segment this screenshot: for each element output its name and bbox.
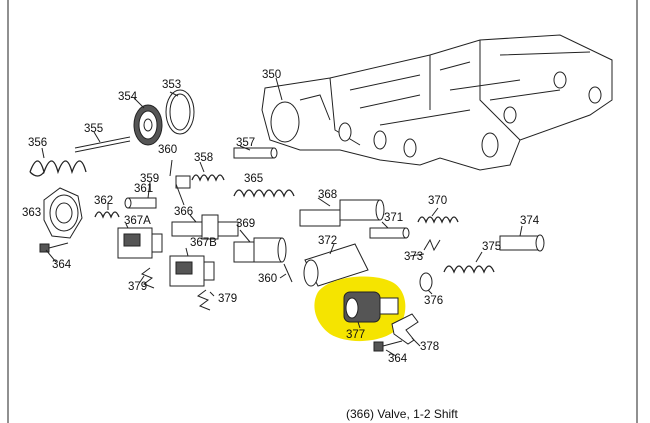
- pin-355: [74, 136, 131, 149]
- solenoid-367b: [169, 255, 215, 287]
- solenoid-367a: [117, 227, 163, 259]
- label-364a: 364: [52, 259, 72, 271]
- label-373: 373: [404, 251, 423, 263]
- callout-labels: 350 353 354 355 356 357 360 358 359 365 …: [22, 69, 540, 365]
- spring-370: [417, 216, 459, 224]
- accumulator-cover-363: [43, 187, 83, 239]
- label-367a: 367A: [124, 215, 151, 227]
- seal-ring-353-inner: [169, 93, 191, 131]
- solenoid-377-highlight: [314, 276, 406, 342]
- label-360a: 360: [158, 144, 177, 156]
- clip-379-b: [196, 289, 211, 311]
- leader-lines: [41, 77, 523, 357]
- label-350: 350: [262, 69, 281, 81]
- label-379b: 379: [218, 293, 237, 305]
- plug-359: [175, 175, 191, 189]
- valve-body-350: [261, 34, 613, 171]
- label-370: 370: [428, 195, 447, 207]
- label-375: 375: [482, 241, 501, 253]
- label-355: 355: [84, 123, 103, 135]
- label-379a: 379: [128, 281, 147, 293]
- label-369: 369: [236, 218, 255, 230]
- spring-358: [191, 174, 225, 182]
- retainer-376: [419, 272, 433, 292]
- label-354: 354: [118, 91, 138, 103]
- valve-357: [233, 147, 278, 159]
- valve-361: [124, 197, 157, 209]
- valve-369: [233, 237, 287, 263]
- label-360b: 360: [258, 273, 277, 285]
- clip-379-a: [140, 267, 155, 289]
- spring-362: [94, 211, 120, 219]
- diagram-caption: (366) Valve, 1-2 Shift: [346, 407, 458, 421]
- label-366: 366: [174, 206, 193, 218]
- label-358: 358: [194, 152, 213, 164]
- bolt-364-bottom: [373, 340, 403, 352]
- label-357: 357: [236, 137, 255, 149]
- pin-360-top: [169, 159, 173, 177]
- bolt-364-left: [39, 242, 69, 253]
- label-353: 353: [162, 79, 181, 91]
- shift-valve-366: [171, 214, 239, 240]
- label-372: 372: [318, 235, 337, 247]
- label-361: 361: [134, 183, 153, 195]
- clip-373: [423, 238, 441, 252]
- label-362: 362: [94, 195, 113, 207]
- piston-354: [133, 104, 163, 146]
- pin-360-lower: [283, 263, 293, 283]
- label-365: 365: [244, 173, 263, 185]
- valve-371: [369, 227, 410, 239]
- label-367b: 367B: [190, 237, 217, 249]
- label-378: 378: [420, 341, 439, 353]
- label-364b: 364: [388, 353, 408, 365]
- label-377: 377: [346, 329, 365, 341]
- label-376: 376: [424, 295, 443, 307]
- label-371: 371: [384, 212, 403, 224]
- sleeve-372: [303, 243, 369, 287]
- pin-355-b: [74, 140, 131, 153]
- label-363: 363: [22, 207, 41, 219]
- label-356: 356: [28, 137, 47, 149]
- clip-378: [391, 313, 419, 345]
- spring-375: [443, 265, 495, 274]
- spring-356: [29, 160, 87, 177]
- label-368: 368: [318, 189, 337, 201]
- valve-374: [499, 234, 545, 252]
- label-374: 374: [520, 215, 540, 227]
- label-359: 359: [140, 173, 159, 185]
- spring-365: [233, 189, 295, 198]
- valve-368: [299, 199, 385, 227]
